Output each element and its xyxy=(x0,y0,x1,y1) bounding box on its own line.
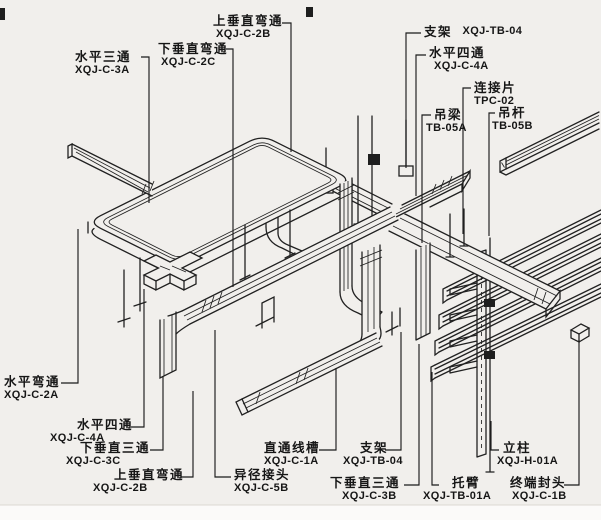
down-tee-branch xyxy=(415,242,431,341)
support-bracket xyxy=(385,307,401,336)
sw-arm-tray xyxy=(181,206,399,325)
leader-lines xyxy=(61,22,580,486)
label-code: TB-05B xyxy=(492,120,533,133)
label-code: XQJ-C-2A xyxy=(4,389,59,402)
label-name: 水平四通 xyxy=(77,418,134,432)
label-code: XQJ-C-3A xyxy=(75,64,130,77)
label-name: 吊梁 xyxy=(434,108,463,122)
label-horizontal-cross-top: 水平四通 XQJ-C-4A xyxy=(429,46,489,73)
label-down-vertical-tee-c: 下垂直三通 XQJ-C-3C xyxy=(66,441,151,468)
label-code: XQJ-C-2B xyxy=(216,28,271,41)
label-code: XQJ-TB-04 xyxy=(343,455,403,468)
label-code: XQJ-C-5B xyxy=(234,482,289,495)
label-code: XQJ-TB-04 xyxy=(462,25,523,37)
label-code: XQJ-C-3B xyxy=(342,490,397,503)
label-code: XQJ-C-4A xyxy=(50,432,105,445)
label-column: 立柱 XQJ-H-01A xyxy=(497,441,558,468)
support-pedestal xyxy=(255,295,275,329)
label-end-cap: 终端封头 XQJ-C-1B xyxy=(510,476,567,503)
detached-channel xyxy=(499,111,600,176)
label-code: XQJ-C-2B xyxy=(93,482,148,495)
label-name: 直通线槽 xyxy=(264,441,321,455)
label-bracket-arm: 托臂 XQJ-TB-01A xyxy=(423,476,491,503)
horizontal-tee-branch xyxy=(67,142,155,197)
end-cap xyxy=(569,323,591,344)
label-name: 下垂直弯通 xyxy=(158,42,229,56)
label-name: 水平弯通 xyxy=(4,375,61,389)
label-name: 水平三通 xyxy=(75,50,132,64)
bracket-arms xyxy=(449,282,478,374)
hanger-rods-small xyxy=(117,209,296,328)
label-connector-plate: 连接片 TPC-02 xyxy=(474,81,516,108)
label-hanging-beam: 吊梁 TB-05A xyxy=(426,108,467,135)
rack-stacked-trays xyxy=(430,209,601,383)
label-support-top: 支架 XQJ-TB-04 xyxy=(424,25,522,43)
label-name: 水平四通 xyxy=(429,46,486,60)
label-code: TPC-02 xyxy=(474,95,515,108)
label-horizontal-tee: 水平三通 XQJ-C-3A xyxy=(75,50,131,77)
label-code: XQJ-C-1B xyxy=(512,490,567,503)
label-name: 支架 xyxy=(424,25,453,39)
label-code: XQJ-C-2C xyxy=(161,56,216,69)
label-up-vertical-bend-top: 上垂直弯通 XQJ-C-2B xyxy=(213,14,283,41)
label-name: 托臂 xyxy=(452,476,481,490)
label-code: XQJ-C-3C xyxy=(66,455,121,468)
label-reducer-joint: 异径接头 XQJ-C-5B xyxy=(234,468,290,495)
label-name: 连接片 xyxy=(474,81,517,95)
label-down-vertical-bend: 下垂直弯通 XQJ-C-2C xyxy=(158,42,228,69)
label-name: 上垂直弯通 xyxy=(114,468,185,482)
label-name: 终端封头 xyxy=(510,476,567,490)
label-up-vertical-bend-bottom: 上垂直弯通 XQJ-C-2B xyxy=(93,468,185,495)
label-code: XQJ-TB-01A xyxy=(423,490,492,503)
straight-tray-bottom xyxy=(235,332,383,416)
label-horizontal-bend: 水平弯通 XQJ-C-2A xyxy=(4,375,60,402)
label-horizontal-cross-bottom: 水平四通 XQJ-C-4A xyxy=(50,418,134,445)
label-name: 吊杆 xyxy=(498,106,527,120)
label-straight-tray: 直通线槽 XQJ-C-1A xyxy=(264,441,320,468)
label-code: XQJ-C-1A xyxy=(264,455,319,468)
label-name: 下垂直三通 xyxy=(330,476,401,490)
label-name: 支架 xyxy=(360,441,389,455)
label-hanging-rod: 吊杆 TB-05B xyxy=(492,106,533,133)
label-name: 下垂直三通 xyxy=(80,441,151,455)
label-down-vertical-tee-b: 下垂直三通 XQJ-C-3B xyxy=(330,476,400,503)
label-name: 立柱 xyxy=(503,441,532,455)
label-code: XQJ-C-4A xyxy=(434,60,489,73)
label-name: 上垂直弯通 xyxy=(213,14,284,28)
cross-fitting xyxy=(142,251,204,292)
photo-specks xyxy=(0,7,601,520)
label-code: XQJ-H-01A xyxy=(497,455,559,468)
label-name: 异径接头 xyxy=(234,468,291,482)
up-vertical-bend-riser xyxy=(351,244,383,347)
down-tee-panel xyxy=(159,310,191,380)
label-support-bottom: 支架 XQJ-TB-04 xyxy=(343,441,403,468)
label-code: TB-05A xyxy=(426,122,467,135)
